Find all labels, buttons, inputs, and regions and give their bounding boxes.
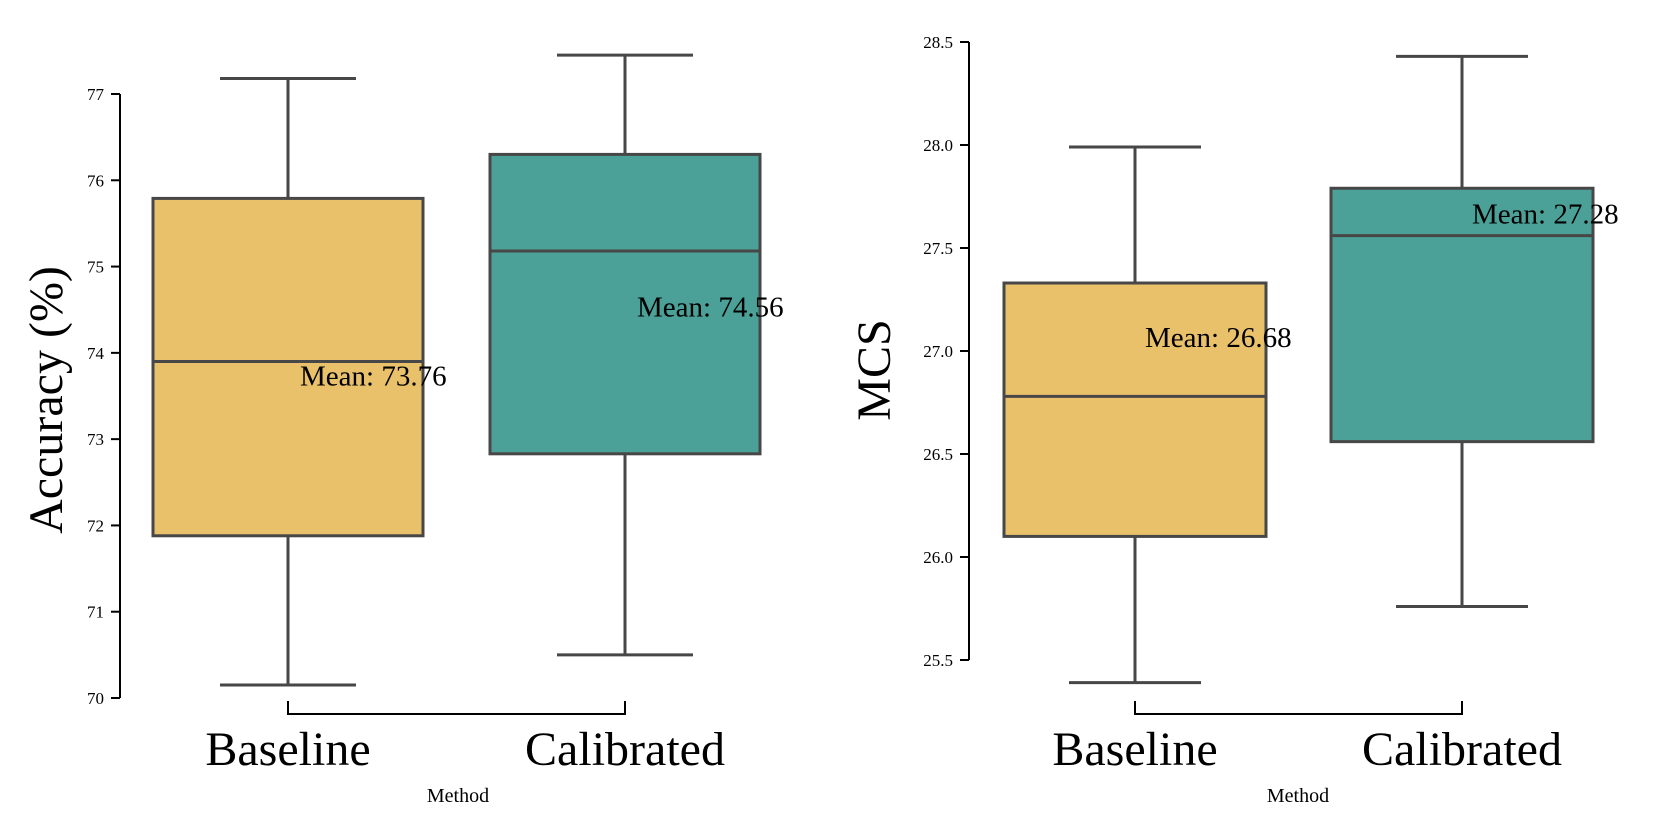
x-tick-label: Calibrated xyxy=(525,723,725,776)
x-tick-label: Baseline xyxy=(205,723,370,776)
y-tick-label: 72 xyxy=(87,516,104,535)
y-tick-label: 77 xyxy=(87,85,105,104)
box-baseline: Mean: 26.68 xyxy=(1002,145,1292,685)
mean-label: Mean: 74.56 xyxy=(637,292,784,324)
box-calibrated: Mean: 27.28 xyxy=(1329,54,1619,608)
y-tick-label: 28.0 xyxy=(923,136,953,155)
y-tick-label: 76 xyxy=(87,171,104,190)
x-axis-label: Method xyxy=(1267,785,1329,807)
box-body xyxy=(1002,281,1268,538)
y-tick-label: 75 xyxy=(87,258,104,277)
y-axis-label: Accuracy (%) xyxy=(20,266,73,534)
y-tick-label: 26.0 xyxy=(923,548,953,567)
y-tick-label: 73 xyxy=(87,430,104,449)
y-tick-label: 27.5 xyxy=(923,239,953,258)
y-tick-label: 27.0 xyxy=(923,342,953,361)
mean-label: Mean: 27.28 xyxy=(1472,198,1619,230)
x-axis-line xyxy=(1134,701,1463,715)
box-baseline: Mean: 73.76 xyxy=(151,76,447,687)
box-body xyxy=(488,152,762,456)
y-tick-label: 71 xyxy=(87,603,104,622)
x-tick-label: Calibrated xyxy=(1362,723,1562,776)
y-axis-label: MCS xyxy=(848,319,901,420)
mean-label: Mean: 73.76 xyxy=(300,361,447,393)
y-tick-label: 74 xyxy=(87,344,105,363)
y-tick-label: 70 xyxy=(87,689,104,708)
mean-label: Mean: 26.68 xyxy=(1145,322,1292,354)
y-tick-label: 28.5 xyxy=(923,33,953,52)
x-axis-line xyxy=(287,701,626,715)
x-axis-label: Method xyxy=(427,785,489,807)
box-body xyxy=(1329,186,1595,444)
box-body xyxy=(151,196,425,538)
x-tick-label: Baseline xyxy=(1052,723,1217,776)
y-tick-label: 25.5 xyxy=(923,651,953,670)
y-tick-label: 26.5 xyxy=(923,445,953,464)
box-calibrated: Mean: 74.56 xyxy=(488,53,784,657)
